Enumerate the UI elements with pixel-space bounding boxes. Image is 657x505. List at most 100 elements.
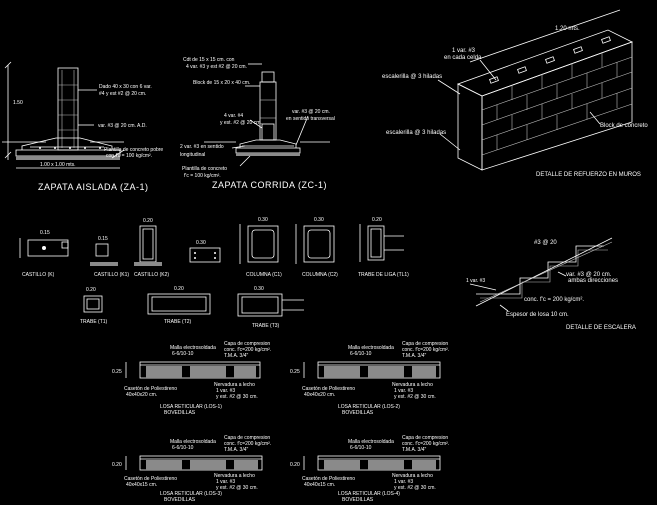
section-tl1-dim: 0.20	[372, 217, 382, 223]
slab-1-note-nervadura: Nervadura a lecho	[214, 382, 255, 388]
slab-2-note-malla: Malla electrosoldada	[348, 345, 394, 351]
wall-reinforcement-detail: 1.20 mts. 1 var. #3 en cada celda escale…	[382, 9, 648, 178]
strip-note-top: Cdt de 15 x 15 cm. con	[183, 57, 235, 63]
slab-4-note-malla: Malla electrosoldada	[348, 439, 394, 445]
section-c1-dim: 0.30	[258, 217, 268, 223]
slab-3-subtitle: BOVEDILLAS	[164, 497, 196, 503]
slab-detail-3: 0.20 Malla electrosoldada 6-6/10-10 Capa…	[112, 435, 271, 503]
slab-1-note-caseton: Casetón de Poliestireno	[124, 386, 177, 392]
slab-1-note-caseton-2: 40x40x20 cm.	[126, 392, 157, 398]
section-k1-dim: 0.15	[98, 236, 108, 242]
strip-note-long: 2 var. #3 en sentido	[180, 144, 224, 150]
section-k-label: CASTILLO (K)	[22, 272, 55, 278]
slab-3-note-malla: Malla electrosoldada	[170, 439, 216, 445]
isolated-footing-detail: 1.50 1.00 x 1.00 mts. Dado 40 x 30 con 6…	[2, 61, 163, 192]
slab-1-dim: 0.25	[112, 369, 122, 375]
wall-dim-top: 1.20 mts.	[555, 26, 580, 32]
slab-3-note-caseton: Casetón de Poliestireno	[124, 476, 177, 482]
strip-note-top-2: 4 var. #3 y est #2 @ 20 cm.	[186, 64, 247, 70]
slab-3-note-nervadura-2: 1 var. #3	[216, 479, 235, 485]
slab-4-title: LOSA RETICULAR (LOS-4)	[338, 491, 400, 497]
slab-detail-2: 0.25 Malla electrosoldada 6-6/10-10 Capa…	[290, 341, 449, 416]
isolated-note-column-2: #4 y est #2 @ 20 cm.	[99, 91, 146, 97]
strip-footing-detail: Cdt de 15 x 15 cm. con 4 var. #3 y est #…	[180, 57, 335, 190]
slab-1-subtitle: BOVEDILLAS	[164, 410, 196, 416]
section-t1-label: TRABE (T1)	[80, 319, 108, 325]
slab-4-note-capa: Capa de compresion	[402, 435, 448, 441]
section-k2-dim: 0.20	[143, 218, 153, 224]
wall-note-escalerilla-2: escalerilla @ 3 hiladas	[386, 130, 446, 136]
isolated-note-base: Plantilla de concreto pobre	[104, 147, 163, 153]
strip-note-var4: en sentido transversal	[286, 116, 335, 122]
isolated-footing-dim: 1.00 x 1.00 mts.	[40, 162, 76, 168]
slab-3-note-nervadura-3: y est. #2 @ 30 cm.	[216, 485, 258, 491]
slab-2-note-caseton-2: 40x40x20 cm.	[304, 392, 335, 398]
slab-2-title: LOSA RETICULAR (LOS-2)	[338, 404, 400, 410]
slab-2-note-caseton: Casetón de Poliestireno	[302, 386, 355, 392]
slab-1-note-capa-3: T.M.A. 3/4"	[224, 353, 249, 359]
sections-row-1: CASTILLO (K) 0.15 CASTILLO (K1) 0.15 CAS…	[19, 217, 409, 278]
strip-note-var2: y est. #2 @ 20 cm.	[220, 120, 262, 126]
slab-detail-1: 0.25 Malla electrosoldada 6-6/10-10 Capa…	[112, 341, 271, 416]
slab-2-note-capa: Capa de compresion	[402, 341, 448, 347]
slab-3-note-capa-3: T.M.A. 3/4"	[224, 447, 249, 453]
stair-note-dir: var. #3 @ 20 cm.	[566, 272, 612, 278]
section-t3-label: TRABE (T3)	[252, 323, 280, 329]
slab-4-note-caseton-2: 40x40x15 cm.	[304, 482, 335, 488]
slab-3-note-malla-2: 6-6/10-10	[172, 445, 194, 451]
strip-note-var1: 4 var. #4	[224, 113, 243, 119]
slab-1-note-capa: Capa de compresion	[224, 341, 270, 347]
stair-detail-title: DETALLE DE ESCALERA	[566, 325, 636, 331]
strip-note-base: Plantilla de concreto	[182, 166, 227, 172]
isolated-note-var: var. #3 @ 20 cm. A.D.	[98, 123, 147, 129]
section-t3-dim: 0.30	[254, 286, 264, 292]
isolated-footing-title: ZAPATA AISLADA (ZA-1)	[38, 182, 149, 192]
section-t2-dim: 0.20	[174, 286, 184, 292]
slab-1-note-capa-2: conc. f'c=200 kg/cm².	[224, 347, 271, 353]
sections-row-2: TRABE (T1) 0.20 TRABE (T2) 0.20 TRABE (T…	[80, 286, 304, 329]
section-c2-dim: 0.30	[314, 217, 324, 223]
slab-2-note-nervadura-3: y est. #2 @ 30 cm.	[394, 394, 436, 400]
section-c1-label: COLUMNA (C1)	[246, 272, 282, 278]
section-tl1-label: TRABE DE LIGA (TL1)	[358, 272, 409, 278]
stair-detail: #3 @ 20 1 var. #3 var. #3 @ 20 cm. ambas…	[466, 237, 636, 331]
slab-3-note-capa: Capa de compresion	[224, 435, 270, 441]
isolated-note-base-2: con f'c = 100 kg/cm².	[106, 153, 152, 159]
strip-note-var3: var. #3 @ 20 cm.	[292, 109, 330, 115]
stair-note-dir-2: ambas direcciones	[568, 278, 618, 284]
stair-note-var: 1 var. #3	[466, 278, 485, 284]
slab-4-note-nervadura: Nervadura a lecho	[392, 473, 433, 479]
strip-note-block: Block de 15 x 20 x 40 cm.	[193, 80, 250, 86]
slab-4-note-capa-3: T.M.A. 3/4"	[402, 447, 427, 453]
slab-2-note-capa-2: conc. f'c=200 kg/cm².	[402, 347, 449, 353]
slab-3-title: LOSA RETICULAR (LOS-3)	[160, 491, 222, 497]
slab-4-dim: 0.20	[290, 462, 300, 468]
slab-1-note-malla-2: 6-6/10-10	[172, 351, 194, 357]
slab-3-dim: 0.20	[112, 462, 122, 468]
svg-text:1.50: 1.50	[13, 100, 23, 106]
section-t2-label: TRABE (T2)	[164, 319, 192, 325]
section-c2-label: COLUMNA (C2)	[302, 272, 338, 278]
slab-2-note-nervadura: Nervadura a lecho	[392, 382, 433, 388]
slab-2-note-capa-3: T.M.A. 3/4"	[402, 353, 427, 359]
wall-note-escalerilla-1: escalerilla @ 3 hiladas	[382, 74, 442, 80]
isolated-note-column: Dado 40 x 30 con 6 var.	[99, 84, 152, 90]
wall-detail-title: DETALLE DE REFUERZO EN MUROS	[536, 172, 641, 178]
strip-note-base-2: f'c = 100 kg/cm².	[184, 173, 221, 179]
slab-detail-4: 0.20 Malla electrosoldada 6-6/10-10 Capa…	[290, 435, 449, 503]
slab-4-subtitle: BOVEDILLAS	[342, 497, 374, 503]
stair-note-thickness: Espesor de losa 10 cm.	[506, 312, 569, 318]
slab-4-note-nervadura-2: 1 var. #3	[394, 479, 413, 485]
section-t1-dim: 0.20	[86, 287, 96, 293]
wall-note-block: Block de concreto	[600, 123, 648, 129]
slab-4-note-capa-2: conc. f'c=200 kg/cm².	[402, 441, 449, 447]
strip-note-long-2: longitudinal	[180, 152, 205, 158]
stair-note-concrete: conc. f'c = 200 kg/cm².	[524, 297, 584, 303]
slab-3-note-capa-2: conc. f'c=200 kg/cm².	[224, 441, 271, 447]
slab-4-note-caseton: Casetón de Poliestireno	[302, 476, 355, 482]
section-k3-dim: 0.30	[196, 240, 206, 246]
slab-4-note-malla-2: 6-6/10-10	[350, 445, 372, 451]
slab-1-title: LOSA RETICULAR (LOS-1)	[160, 404, 222, 410]
strip-footing-title: ZAPATA CORRIDA (ZC-1)	[212, 180, 327, 190]
